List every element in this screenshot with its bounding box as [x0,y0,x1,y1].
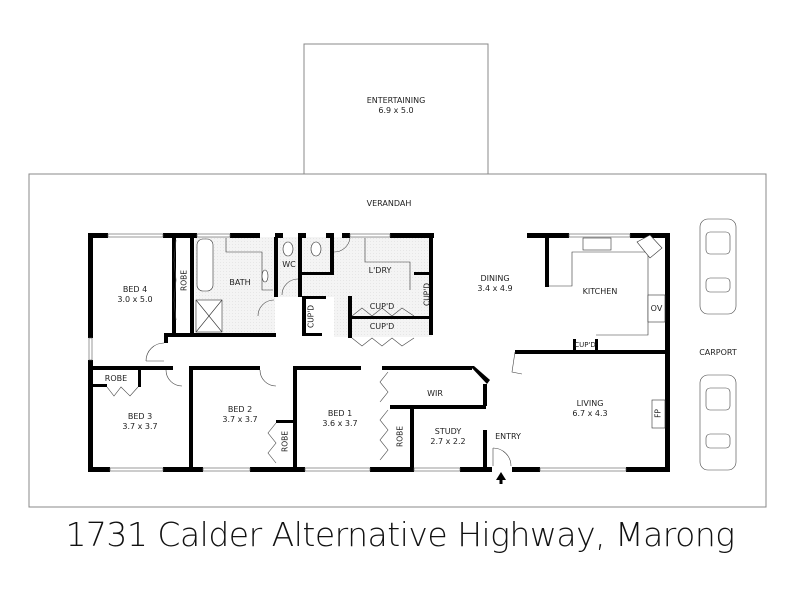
label-wc: WC [282,260,296,269]
windows [88,233,631,472]
label-bed3-robe: ROBE [104,374,128,383]
label-kitchen: KITCHEN [582,287,618,296]
label-cupd-laundry-1: CUP'D [369,302,395,311]
label-bed4-robe: ROBE [179,270,189,291]
label-bed2-robe: ROBE [280,431,290,452]
label-cupd-kitchen: CUP'D [574,341,596,349]
verandah-outline [28,173,767,508]
car-icon [699,218,737,471]
label-cupd-laundry-side: CUP'D [422,282,432,307]
label-fireplace: FP [653,409,663,418]
label-bed1: BED 1 3.6 x 3.7 [322,409,358,428]
label-cupd-laundry-2: CUP'D [369,322,395,331]
walls [88,233,670,472]
label-bed3: BED 3 3.7 x 3.7 [122,412,158,431]
label-study: STUDY 2.7 x 2.2 [430,427,466,446]
label-bed4: BED 4 3.0 x 5.0 [117,285,153,304]
label-living: LIVING 6.7 x 4.3 [572,399,608,418]
label-laundry: L'DRY [368,266,392,275]
label-bath: BATH [229,278,251,287]
label-wir: WIR [427,389,443,398]
label-oven: OV [650,304,663,313]
label-cupd-hall: CUP'D [306,304,316,329]
label-bed2: BED 2 3.7 x 3.7 [222,405,258,424]
property-address-title: 1731 Calder Alternative Highway, Marong [65,515,735,554]
label-entry: ENTRY [495,432,521,441]
label-bed1-robe: ROBE [395,426,405,447]
label-entertaining: ENTERTAINING 6.9 x 5.0 [366,96,426,115]
label-carport: CARPORT [699,348,737,357]
label-verandah: VERANDAH [366,199,412,208]
label-dining: DINING 3.4 x 4.9 [477,274,513,293]
